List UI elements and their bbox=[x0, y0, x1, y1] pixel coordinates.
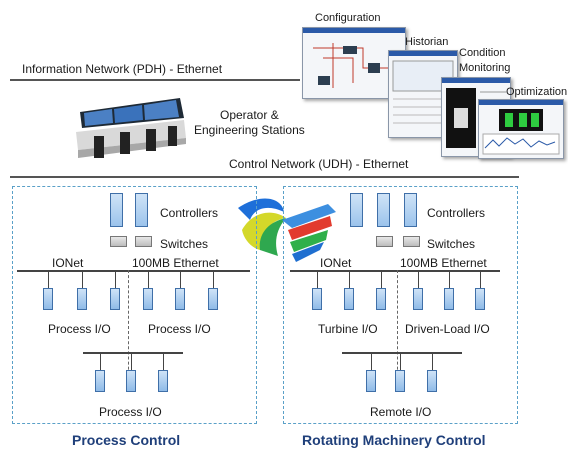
controllers-label: Controllers bbox=[427, 206, 486, 220]
optimization-label: Optimization bbox=[506, 86, 568, 98]
io-module bbox=[427, 370, 437, 392]
process-io-right-label: Process I/O bbox=[148, 322, 211, 336]
controllers-label: Controllers bbox=[160, 206, 219, 220]
drop-line bbox=[163, 353, 164, 370]
drop-line bbox=[48, 271, 49, 288]
drop-line bbox=[317, 271, 318, 288]
io-module bbox=[376, 288, 386, 310]
switch-2 bbox=[135, 236, 152, 247]
optimization-screenshot bbox=[478, 99, 564, 159]
drop-line bbox=[371, 353, 372, 370]
operator-label-line2: Engineering Stations bbox=[194, 123, 305, 137]
io-module bbox=[175, 288, 185, 310]
remote-io-bus bbox=[342, 352, 462, 354]
io-module bbox=[143, 288, 153, 310]
ionet-label: IONet bbox=[52, 256, 84, 270]
drop-line bbox=[100, 353, 101, 370]
bus-divider bbox=[128, 270, 129, 390]
io-module bbox=[43, 288, 53, 310]
drop-line bbox=[418, 271, 419, 288]
io-module bbox=[110, 288, 120, 310]
operator-label-line1: Operator & bbox=[220, 108, 279, 122]
ionet-bus bbox=[290, 270, 500, 272]
drop-line bbox=[131, 353, 132, 370]
ethernet-label: 100MB Ethernet bbox=[132, 256, 219, 270]
io-module bbox=[312, 288, 322, 310]
io-module bbox=[158, 370, 168, 392]
turbine-io-label: Turbine I/O bbox=[318, 322, 378, 336]
information-network-label: Information Network (PDH) - Ethernet bbox=[22, 62, 223, 76]
io-module bbox=[475, 288, 485, 310]
drop-line bbox=[400, 353, 401, 370]
process-control-panel bbox=[12, 186, 257, 424]
io-module bbox=[395, 370, 405, 392]
controller-3 bbox=[404, 193, 417, 227]
drop-line bbox=[148, 271, 149, 288]
io-module bbox=[208, 288, 218, 310]
io-module bbox=[77, 288, 87, 310]
control-room-image bbox=[72, 92, 187, 164]
io-module bbox=[95, 370, 105, 392]
bus-divider bbox=[397, 270, 398, 390]
monitoring-label: Monitoring bbox=[459, 62, 511, 74]
drop-line bbox=[381, 271, 382, 288]
controller-1 bbox=[110, 193, 123, 227]
control-network-label: Control Network (UDH) - Ethernet bbox=[229, 157, 409, 171]
drop-line bbox=[432, 353, 433, 370]
io-module bbox=[366, 370, 376, 392]
controller-1 bbox=[350, 193, 363, 227]
switches-label: Switches bbox=[160, 237, 209, 251]
ionet-bus bbox=[17, 270, 250, 272]
switch-1 bbox=[110, 236, 127, 247]
drop-line bbox=[115, 271, 116, 288]
information-network-line bbox=[10, 79, 300, 81]
ionet-label: IONet bbox=[320, 256, 352, 270]
process-io-bus bbox=[83, 352, 183, 354]
drop-line bbox=[449, 271, 450, 288]
switch-2 bbox=[403, 236, 420, 247]
controller-2 bbox=[135, 193, 148, 227]
process-io-bottom-label: Process I/O bbox=[99, 405, 162, 419]
drop-line bbox=[213, 271, 214, 288]
process-io-left-label: Process I/O bbox=[48, 322, 111, 336]
controller-2 bbox=[377, 193, 390, 227]
rotating-machinery-panel bbox=[283, 186, 518, 424]
drop-line bbox=[480, 271, 481, 288]
drop-line bbox=[180, 271, 181, 288]
swirl-logo-icon bbox=[232, 190, 340, 266]
condition-label: Condition bbox=[459, 47, 506, 59]
rotating-machinery-title: Rotating Machinery Control bbox=[302, 432, 486, 448]
process-control-title: Process Control bbox=[72, 432, 181, 448]
switch-1 bbox=[376, 236, 393, 247]
io-module bbox=[413, 288, 423, 310]
control-network-line bbox=[10, 176, 519, 178]
drop-line bbox=[82, 271, 83, 288]
historian-label: Historian bbox=[405, 36, 449, 48]
configuration-label: Configuration bbox=[315, 12, 381, 24]
remote-io-label: Remote I/O bbox=[370, 405, 432, 419]
io-module bbox=[444, 288, 454, 310]
drop-line bbox=[349, 271, 350, 288]
io-module bbox=[344, 288, 354, 310]
driven-load-io-label: Driven-Load I/O bbox=[405, 322, 490, 336]
switches-label: Switches bbox=[427, 237, 476, 251]
io-module bbox=[126, 370, 136, 392]
ethernet-label: 100MB Ethernet bbox=[400, 256, 487, 270]
